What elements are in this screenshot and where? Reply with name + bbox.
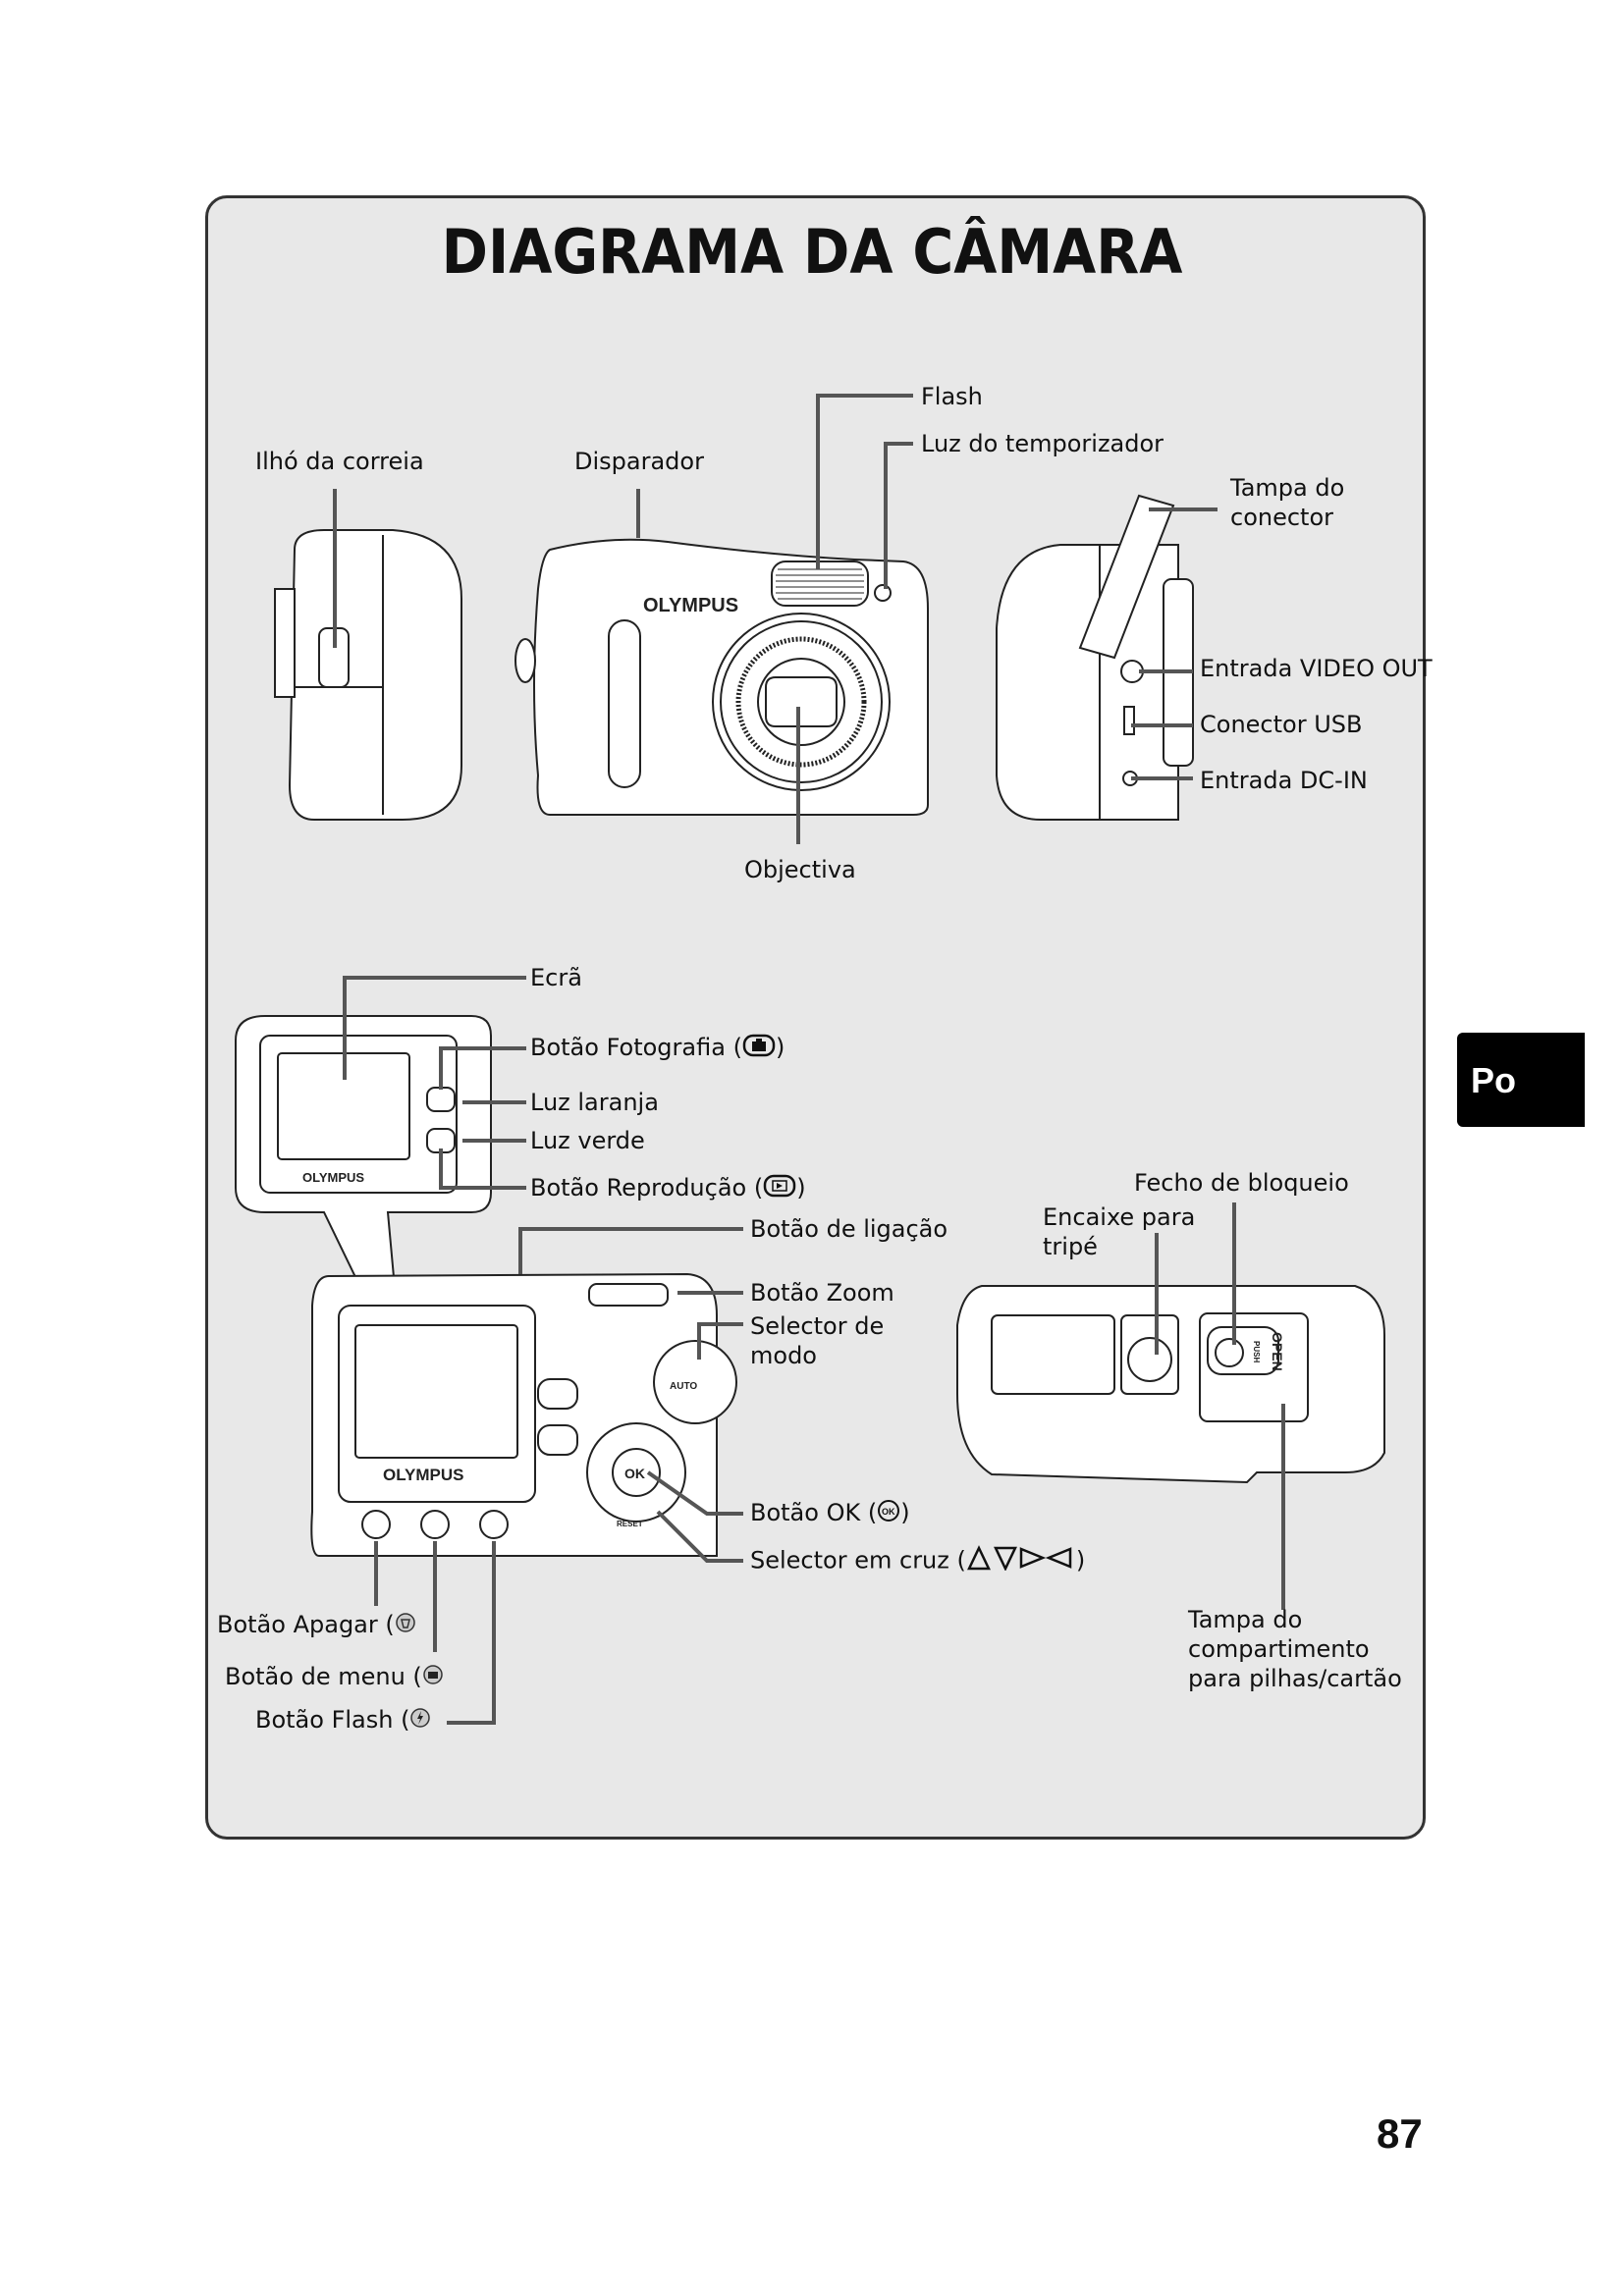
label-erase-button-text: Botão Apagar (: [217, 1611, 395, 1638]
label-shooting-button-text: Botão Fotografia (: [530, 1034, 742, 1061]
label-playback-button: Botão Reprodução (): [530, 1173, 806, 1204]
label-battery-cover: Tampa do compartimento para pilhas/cartã…: [1188, 1605, 1402, 1693]
push-text: PUSH: [1252, 1341, 1261, 1362]
label-tripod-socket: Encaixe para tripé: [1043, 1202, 1195, 1261]
label-green-lamp: Luz verde: [530, 1127, 645, 1154]
label-flash-button-text: Botão Flash (: [255, 1706, 410, 1734]
front-brand-text: OLYMPUS: [643, 595, 738, 616]
label-menu-button-text: Botão de menu (: [225, 1663, 422, 1690]
label-arrow-pad: Selector em cruz (): [750, 1545, 1085, 1577]
leader-self-timer: [884, 442, 913, 589]
label-dc-in: Entrada DC-IN: [1200, 767, 1368, 794]
label-tripod-line1: Encaixe para: [1043, 1203, 1196, 1231]
camera-side-right-drawing: [996, 494, 1194, 821]
label-ok-button: Botão OK ( OK): [750, 1498, 910, 1529]
flash-icon: [409, 1706, 431, 1735]
triangle-up-icon: [966, 1545, 991, 1571]
reset-text: RESET: [617, 1520, 643, 1528]
label-usb: Conector USB: [1200, 711, 1363, 738]
label-shooting-button: Botão Fotografia (): [530, 1033, 785, 1064]
label-ok-button-text: Botão OK (: [750, 1499, 878, 1526]
label-lens: Objectiva: [744, 856, 856, 883]
label-lock-knob: Fecho de bloqueio: [1134, 1169, 1349, 1197]
triangle-down-icon: [993, 1546, 1017, 1572]
label-playback-button-end: ): [796, 1174, 806, 1201]
label-connector-cover: Tampa do conector: [1230, 473, 1344, 532]
label-playback-button-text: Botão Reprodução (: [530, 1174, 764, 1201]
label-shutter: Disparador: [574, 448, 704, 475]
label-connector-cover-line1: Tampa do: [1230, 474, 1345, 502]
camera-front-drawing: [514, 538, 929, 816]
playback-icon: [763, 1174, 796, 1204]
leader-monitor: [343, 976, 526, 1080]
camera-bottom-drawing: [956, 1285, 1385, 1484]
label-arrow-pad-end: ): [1075, 1546, 1086, 1575]
triangle-left-icon: [1045, 1547, 1072, 1569]
label-ok-button-end: ): [900, 1499, 910, 1526]
leader-mode-dial: [697, 1322, 743, 1360]
leader-arrow-pad: [656, 1510, 743, 1563]
label-battery-cover-line3: para pilhas/cartão: [1188, 1665, 1402, 1692]
triangle-right-icon: [1019, 1547, 1047, 1569]
label-menu-button: Botão de menu (: [225, 1662, 444, 1692]
label-strap-eyelet: Ilhó da correia: [255, 448, 424, 475]
label-orange-lamp: Luz laranja: [530, 1089, 659, 1116]
label-monitor: Ecrã: [530, 964, 582, 991]
camera-back-drawing: [310, 1272, 737, 1557]
leader-ok-button: [646, 1470, 743, 1516]
language-tab: Po: [1457, 1033, 1585, 1127]
label-tripod-line2: tripé: [1043, 1233, 1098, 1260]
leader-flash-button: [447, 1541, 496, 1725]
menu-icon: [422, 1663, 444, 1692]
open-text: OPEN: [1270, 1332, 1285, 1371]
leader-playback-button: [439, 1148, 526, 1190]
camera-icon: [742, 1034, 776, 1064]
label-connector-cover-line2: conector: [1230, 504, 1334, 531]
erase-icon: [395, 1611, 416, 1640]
label-mode-dial-line2: modo: [750, 1342, 817, 1369]
label-arrow-pad-text: Selector em cruz (: [750, 1546, 966, 1575]
page-number: 87: [1377, 2110, 1423, 2157]
label-self-timer: Luz do temporizador: [921, 430, 1164, 457]
back-brand-text: OLYMPUS: [383, 1466, 464, 1484]
label-zoom-button: Botão Zoom: [750, 1279, 894, 1307]
dial-auto-text: AUTO: [670, 1381, 697, 1392]
inset-brand-text: OLYMPUS: [302, 1170, 364, 1185]
label-flash-button: Botão Flash (: [255, 1705, 431, 1735]
leader-lines: [333, 394, 1285, 1725]
label-battery-cover-line1: Tampa do: [1188, 1606, 1303, 1633]
label-shooting-button-end: ): [775, 1034, 785, 1061]
leader-shooting-button: [439, 1046, 526, 1090]
leader-flash: [816, 394, 913, 569]
label-video-out: Entrada VIDEO OUT: [1200, 655, 1433, 682]
page-title: DIAGRAMA DA CÂMARA: [441, 216, 1183, 288]
ok-icon: OK: [877, 1499, 900, 1529]
label-erase-button: Botão Apagar (: [217, 1610, 416, 1640]
arrow-pad-icons: [966, 1545, 1076, 1577]
label-battery-cover-line2: compartimento: [1188, 1635, 1370, 1663]
label-mode-dial: Selector de modo: [750, 1311, 884, 1370]
back-view-inset-drawing: [235, 1015, 492, 1375]
label-flash: Flash: [921, 383, 983, 410]
leader-power-button: [518, 1227, 743, 1274]
svg-text:OK: OK: [882, 1507, 895, 1517]
camera-side-left-drawing: [274, 529, 462, 821]
label-power-button: Botão de ligação: [750, 1215, 948, 1243]
ok-glyph-text: OK: [624, 1466, 645, 1481]
label-mode-dial-line1: Selector de: [750, 1312, 885, 1340]
